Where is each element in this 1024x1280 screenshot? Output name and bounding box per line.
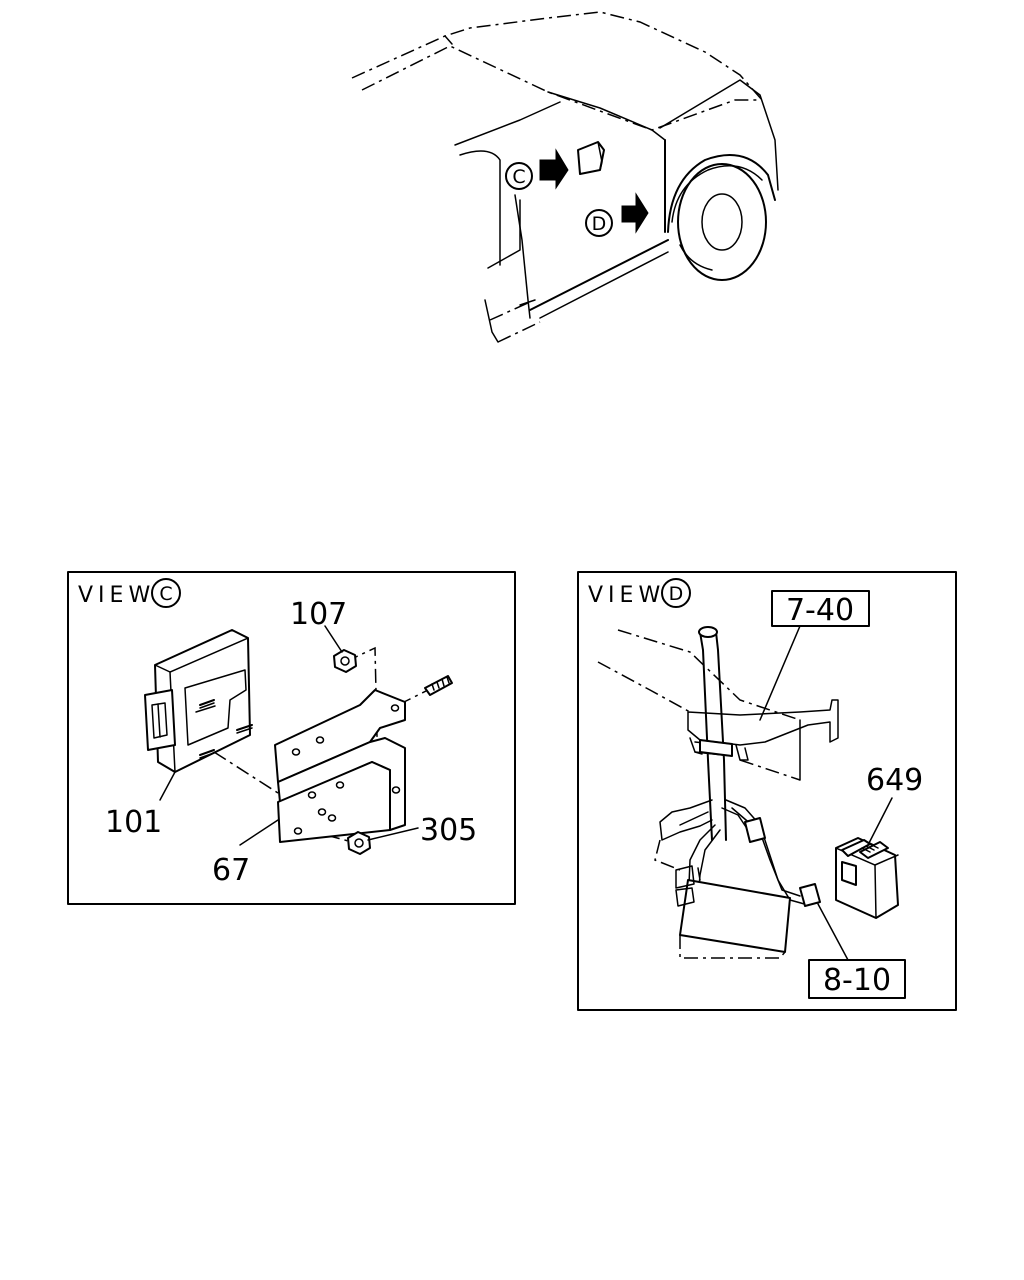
vehicle-overview: C D bbox=[351, 11, 779, 343]
view-c-title: VIEW bbox=[78, 583, 155, 608]
nut-top bbox=[333, 649, 357, 673]
view-c-panel: VIEW C bbox=[67, 571, 516, 905]
callout-box-8-10 bbox=[808, 959, 906, 999]
relay bbox=[835, 837, 899, 919]
callout-67: 67 bbox=[212, 853, 250, 888]
callout-107: 107 bbox=[290, 597, 347, 632]
bolt bbox=[424, 675, 453, 696]
overview-marker-c: C bbox=[512, 166, 525, 188]
callout-7-40: 7-40 bbox=[786, 593, 854, 628]
overview-marker-d: D bbox=[592, 213, 607, 235]
bracket bbox=[274, 689, 406, 843]
callout-305: 305 bbox=[420, 813, 477, 848]
nut-bottom bbox=[347, 831, 371, 855]
callout-101: 101 bbox=[105, 805, 162, 840]
arrow-c-icon bbox=[539, 148, 569, 190]
view-d-panel: VIEW D bbox=[577, 571, 957, 1011]
view-d-title: VIEW bbox=[588, 583, 665, 608]
callout-box-7-40 bbox=[771, 590, 870, 627]
callout-8-10: 8-10 bbox=[823, 963, 891, 998]
wiring-harness bbox=[654, 626, 839, 959]
arrow-d-icon bbox=[621, 192, 649, 234]
callout-649: 649 bbox=[866, 763, 923, 798]
view-c-letter: C bbox=[159, 583, 172, 605]
ecu-module bbox=[144, 629, 253, 773]
view-d-letter: D bbox=[669, 583, 684, 605]
